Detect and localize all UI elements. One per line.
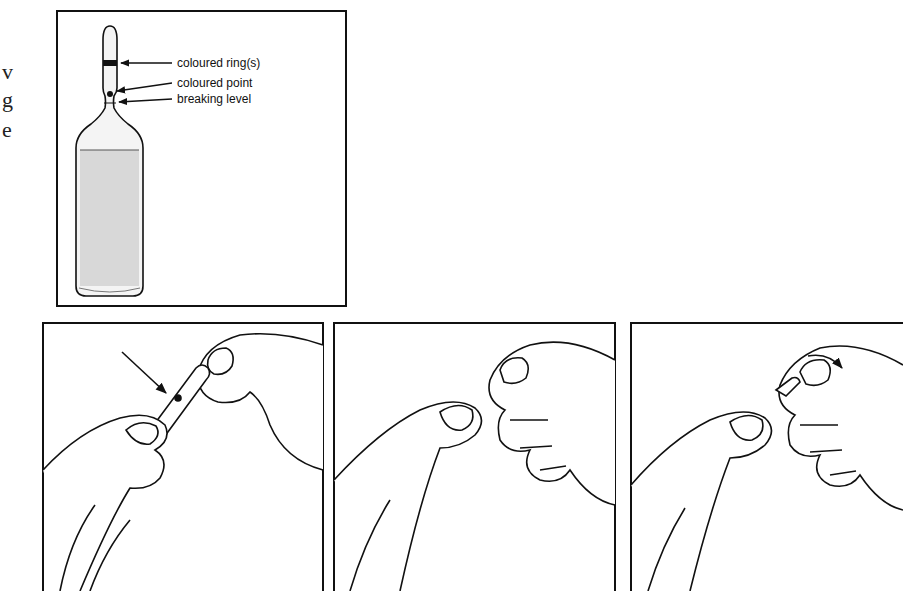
finger-nail — [440, 405, 473, 430]
finger-lines — [60, 505, 130, 591]
hand-drawing — [43, 334, 323, 591]
finger-lines — [800, 425, 856, 475]
finger-lines — [648, 508, 685, 591]
leader-arrow — [119, 99, 172, 102]
ampoule-outline — [76, 26, 143, 296]
thumb-nail — [208, 348, 234, 374]
breaking-line — [104, 103, 116, 104]
hand-right — [779, 346, 903, 510]
hand-left — [43, 415, 167, 591]
ampoule — [76, 26, 143, 296]
part-label: coloured ring(s) — [177, 56, 260, 70]
hand-left — [631, 412, 772, 591]
panel-frame — [631, 323, 903, 591]
thumb-nail — [800, 360, 830, 386]
panel-frame — [57, 11, 346, 306]
text-fragment: g — [2, 88, 13, 112]
finger-nail — [730, 415, 763, 440]
thumb-nail — [500, 358, 528, 384]
hand-drawing — [334, 342, 615, 591]
pointer-arrow — [122, 352, 166, 393]
panel-frame — [334, 323, 615, 591]
coloured-ring — [103, 60, 117, 66]
hand-drawing — [631, 346, 903, 591]
part-label: coloured point — [177, 76, 252, 90]
text-fragment: v — [2, 60, 13, 84]
leader-arrow — [121, 62, 172, 63]
hand-left — [334, 402, 482, 591]
coloured-point — [175, 395, 181, 401]
finger-nail — [126, 423, 158, 444]
ampoule-liquid — [80, 150, 139, 286]
leader-arrow — [117, 83, 172, 91]
panel-frame — [43, 323, 323, 591]
finger-lines — [350, 500, 390, 591]
ampoule-tip — [776, 378, 800, 397]
liquid-level — [80, 150, 139, 151]
rotation-arrow — [808, 355, 842, 368]
ampoule-base — [79, 288, 140, 292]
part-label: breaking level — [177, 92, 251, 106]
hand-right — [198, 334, 323, 470]
finger-lines — [510, 420, 566, 470]
text-fragment: e — [2, 118, 12, 142]
hand-right — [489, 342, 615, 505]
coloured-point — [107, 91, 113, 97]
